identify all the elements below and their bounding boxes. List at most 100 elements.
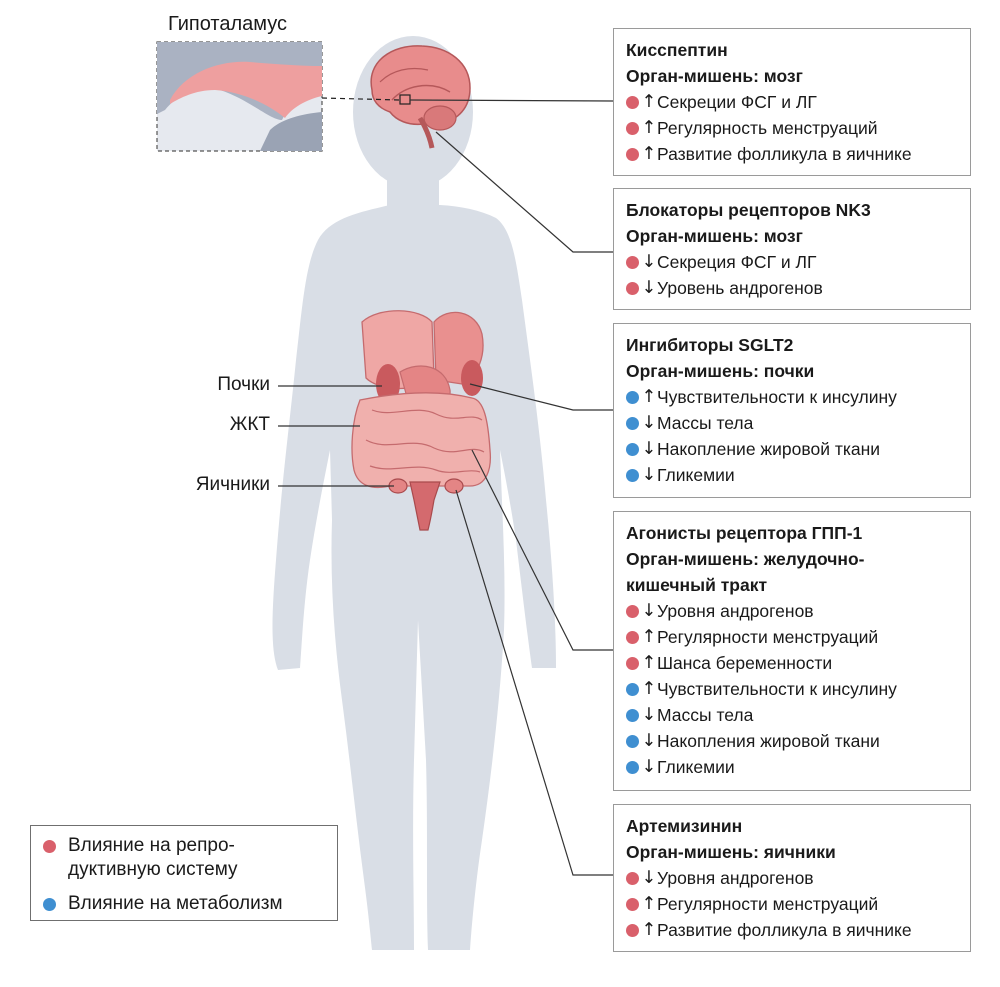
card-title: Кисспептин bbox=[626, 40, 728, 60]
meta-dot-icon bbox=[626, 468, 639, 482]
gi-tract-label: ЖКТ bbox=[229, 414, 270, 435]
hypothalamus-inset bbox=[156, 41, 401, 152]
effect-text: Массы тела bbox=[657, 705, 754, 725]
arrow-up-icon: ↑ bbox=[641, 653, 657, 673]
repro-dot-icon bbox=[626, 656, 639, 670]
effect-text: Секреции ФСГ и ЛГ bbox=[657, 92, 817, 112]
kidneys-label: Почки bbox=[217, 374, 270, 395]
effect-text: Шанса беременности bbox=[657, 653, 833, 673]
repro-dot-icon bbox=[626, 255, 639, 269]
arrow-down-icon: ↓ bbox=[641, 278, 657, 298]
legend-reproductive-text: Влияние на репро-дуктивную систему bbox=[68, 835, 238, 880]
effect-item: ↓Гликемии bbox=[626, 462, 960, 488]
effect-item: ↓Накопление жировой ткани bbox=[626, 436, 960, 462]
card-sglt2-inhibitors: Ингибиторы SGLT2 Орган-мишень: почки ↑Чу… bbox=[613, 323, 971, 498]
effects-list: ↑Чувствительности к инсулину ↓Массы тела… bbox=[626, 384, 960, 488]
effect-item: ↓Массы тела bbox=[626, 410, 960, 436]
effect-text: Уровень андрогенов bbox=[657, 278, 823, 298]
meta-dot-icon bbox=[43, 898, 56, 911]
effect-item: ↑Регулярности менструаций bbox=[626, 891, 960, 917]
effect-text: Накопление жировой ткани bbox=[657, 439, 881, 459]
effect-item: ↑Регулярности менструаций bbox=[626, 624, 960, 650]
legend-metabolic: Влияние на метаболизм bbox=[41, 892, 327, 916]
arrow-down-icon: ↓ bbox=[641, 757, 657, 777]
arrow-up-icon: ↑ bbox=[641, 92, 657, 112]
ovaries-label: Яичники bbox=[195, 474, 270, 495]
effect-item: ↑Чувствительности к инсулину bbox=[626, 384, 960, 410]
arrow-down-icon: ↓ bbox=[641, 465, 657, 485]
card-target: Орган-мишень: яичники bbox=[626, 842, 836, 862]
arrow-down-icon: ↓ bbox=[641, 731, 657, 751]
card-target: Орган-мишень: почки bbox=[626, 361, 815, 381]
repro-dot-icon bbox=[626, 281, 639, 295]
effect-item: ↓Уровня андрогенов bbox=[626, 865, 960, 891]
repro-dot-icon bbox=[626, 630, 639, 644]
arrow-down-icon: ↓ bbox=[641, 439, 657, 459]
meta-dot-icon bbox=[626, 442, 639, 456]
arrow-up-icon: ↑ bbox=[641, 118, 657, 138]
effect-item: ↓Массы тела bbox=[626, 702, 960, 728]
effects-list: ↓Уровня андрогенов ↑Регулярности менстру… bbox=[626, 865, 960, 943]
effect-item: ↓Секреция ФСГ и ЛГ bbox=[626, 249, 960, 275]
effect-item: ↑Развитие фолликула в яичнике bbox=[626, 141, 960, 167]
effect-text: Гликемии bbox=[657, 757, 735, 777]
legend: Влияние на репро-дуктивную систему Влиян… bbox=[30, 825, 338, 921]
repro-dot-icon bbox=[626, 121, 639, 135]
effect-text: Уровня андрогенов bbox=[657, 868, 814, 888]
repro-dot-icon bbox=[626, 871, 639, 885]
effect-item: ↑Развитие фолликула в яичнике bbox=[626, 917, 960, 943]
effect-item: ↓Гликемии bbox=[626, 754, 960, 780]
effect-item: ↑Шанса беременности bbox=[626, 650, 960, 676]
card-target: Орган-мишень: мозг bbox=[626, 66, 803, 86]
repro-dot-icon bbox=[626, 604, 639, 618]
effect-text: Уровня андрогенов bbox=[657, 601, 814, 621]
legend-metabolic-text: Влияние на метаболизм bbox=[68, 893, 283, 914]
effect-text: Развитие фолликула в яичнике bbox=[657, 920, 912, 940]
card-glp1-agonists: Агонисты рецептора ГПП-1 Орган-мишень: ж… bbox=[613, 511, 971, 791]
arrow-up-icon: ↑ bbox=[641, 920, 657, 940]
meta-dot-icon bbox=[626, 416, 639, 430]
effect-item: ↑Секреции ФСГ и ЛГ bbox=[626, 89, 960, 115]
effect-text: Массы тела bbox=[657, 413, 754, 433]
effect-text: Гликемии bbox=[657, 465, 735, 485]
arrow-down-icon: ↓ bbox=[641, 413, 657, 433]
card-kisspeptin: Кисспептин Орган-мишень: мозг ↑Секреции … bbox=[613, 28, 971, 176]
repro-dot-icon bbox=[626, 147, 639, 161]
effect-text: Чувствительности к инсулину bbox=[657, 679, 897, 699]
hypothalamus-label: Гипоталамус bbox=[168, 13, 287, 35]
arrow-up-icon: ↑ bbox=[641, 144, 657, 164]
effect-item: ↑Регулярность менструаций bbox=[626, 115, 960, 141]
effect-text: Регулярности менструаций bbox=[657, 627, 879, 647]
meta-dot-icon bbox=[626, 390, 639, 404]
effects-list: ↑Секреции ФСГ и ЛГ ↑Регулярность менстру… bbox=[626, 89, 960, 167]
repro-dot-icon bbox=[626, 95, 639, 109]
arrow-up-icon: ↑ bbox=[641, 387, 657, 407]
effect-text: Регулярность менструаций bbox=[657, 118, 878, 138]
effect-item: ↓Уровень андрогенов bbox=[626, 275, 960, 301]
meta-dot-icon bbox=[626, 708, 639, 722]
card-title: Агонисты рецептора ГПП-1 bbox=[626, 523, 863, 543]
effect-text: Чувствительности к инсулину bbox=[657, 387, 897, 407]
effects-list: ↓Уровня андрогенов ↑Регулярности менстру… bbox=[626, 598, 960, 780]
card-target: Орган-мишень: мозг bbox=[626, 226, 803, 246]
repro-dot-icon bbox=[43, 840, 56, 853]
repro-dot-icon bbox=[626, 897, 639, 911]
arrow-up-icon: ↑ bbox=[641, 627, 657, 647]
effect-item: ↓Накопления жировой ткани bbox=[626, 728, 960, 754]
right-connector-lines bbox=[409, 99, 614, 876]
card-target: Орган-мишень: желудочно-кишечный тракт bbox=[626, 549, 865, 595]
brain bbox=[370, 45, 471, 149]
meta-dot-icon bbox=[626, 760, 639, 774]
arrow-down-icon: ↓ bbox=[641, 601, 657, 621]
effect-item: ↑Чувствительности к инсулину bbox=[626, 676, 960, 702]
effect-item: ↓Уровня андрогенов bbox=[626, 598, 960, 624]
effects-list: ↓Секреция ФСГ и ЛГ ↓Уровень андрогенов bbox=[626, 249, 960, 301]
repro-dot-icon bbox=[626, 923, 639, 937]
card-title: Ингибиторы SGLT2 bbox=[626, 335, 794, 355]
organs bbox=[351, 310, 492, 531]
arrow-up-icon: ↑ bbox=[641, 894, 657, 914]
meta-dot-icon bbox=[626, 682, 639, 696]
card-artemisinin: Артемизинин Орган-мишень: яичники ↓Уровн… bbox=[613, 804, 971, 952]
arrow-down-icon: ↓ bbox=[641, 868, 657, 888]
